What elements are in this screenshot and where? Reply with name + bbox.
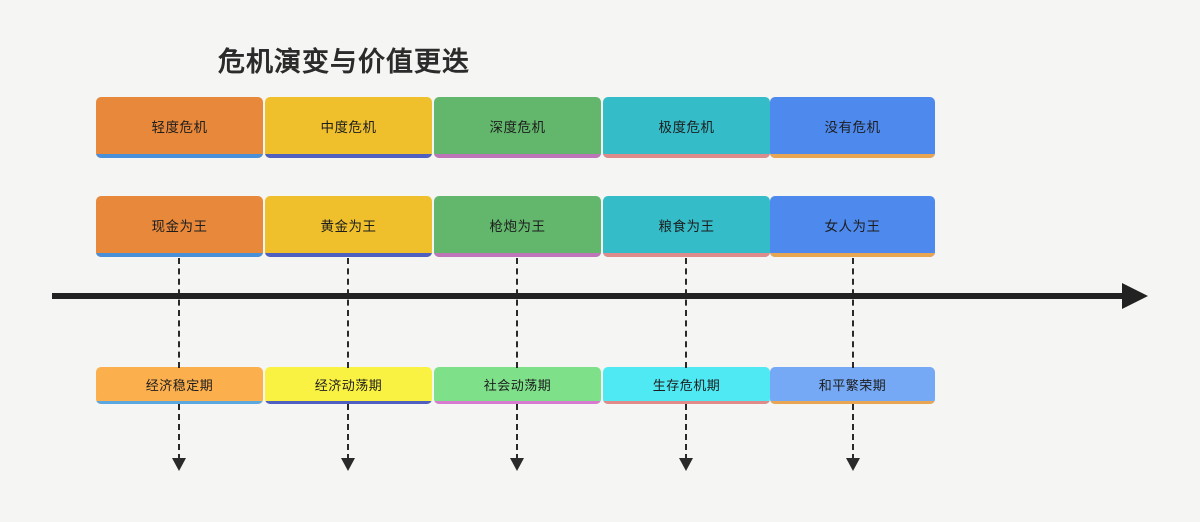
period-node-4-underline [603, 401, 770, 404]
value-node-5[interactable]: 女人为王 [770, 196, 935, 257]
period-node-5-label: 和平繁荣期 [818, 378, 887, 393]
period-node-1[interactable]: 经济稳定期 [96, 367, 263, 404]
connector-lower-3 [516, 404, 518, 460]
value-node-3-label: 枪炮为王 [489, 218, 546, 234]
crisis-node-5[interactable]: 没有危机 [770, 97, 935, 158]
period-node-5[interactable]: 和平繁荣期 [770, 367, 935, 404]
crisis-node-3-underline [434, 154, 601, 158]
crisis-node-1[interactable]: 轻度危机 [96, 97, 263, 158]
crisis-node-4-label: 极度危机 [658, 119, 715, 135]
timeline-arrow-icon [1122, 283, 1148, 309]
crisis-node-5-underline [770, 154, 935, 158]
value-node-3-underline [434, 253, 601, 257]
connector-upper-3 [516, 258, 518, 368]
timeline-axis [52, 293, 1132, 299]
value-node-4[interactable]: 粮食为王 [603, 196, 770, 257]
value-node-2-underline [265, 253, 432, 257]
value-node-1-underline [96, 253, 263, 257]
period-node-3[interactable]: 社会动荡期 [434, 367, 601, 404]
crisis-node-3[interactable]: 深度危机 [434, 97, 601, 158]
period-node-4[interactable]: 生存危机期 [603, 367, 770, 404]
value-node-4-underline [603, 253, 770, 257]
value-node-4-label: 粮食为王 [658, 218, 715, 234]
connector-upper-2 [347, 258, 349, 368]
connector-lower-1 [178, 404, 180, 460]
crisis-node-2[interactable]: 中度危机 [265, 97, 432, 158]
connector-upper-5 [852, 258, 854, 368]
value-node-5-underline [770, 253, 935, 257]
period-node-5-underline [770, 401, 935, 404]
period-node-4-label: 生存危机期 [652, 378, 721, 393]
period-node-2-label: 经济动荡期 [314, 378, 383, 393]
crisis-node-5-label: 没有危机 [824, 119, 881, 135]
crisis-node-4-underline [603, 154, 770, 158]
crisis-node-1-label: 轻度危机 [151, 119, 208, 135]
crisis-node-2-label: 中度危机 [320, 119, 377, 135]
crisis-node-4[interactable]: 极度危机 [603, 97, 770, 158]
connector-arrow-down-icon-3 [510, 458, 524, 471]
period-node-1-label: 经济稳定期 [145, 378, 214, 393]
value-node-3[interactable]: 枪炮为王 [434, 196, 601, 257]
connector-arrow-down-icon-2 [341, 458, 355, 471]
value-node-2[interactable]: 黄金为王 [265, 196, 432, 257]
connector-lower-5 [852, 404, 854, 460]
connector-upper-1 [178, 258, 180, 368]
page-title: 危机演变与价值更迭 [218, 47, 470, 77]
period-node-3-label: 社会动荡期 [483, 378, 552, 393]
value-node-1[interactable]: 现金为王 [96, 196, 263, 257]
value-node-1-label: 现金为王 [151, 218, 208, 234]
crisis-node-2-underline [265, 154, 432, 158]
period-node-2-underline [265, 401, 432, 404]
connector-lower-2 [347, 404, 349, 460]
period-node-1-underline [96, 401, 263, 404]
connector-lower-4 [685, 404, 687, 460]
connector-arrow-down-icon-5 [846, 458, 860, 471]
value-node-5-label: 女人为王 [824, 218, 881, 234]
connector-arrow-down-icon-1 [172, 458, 186, 471]
period-node-2[interactable]: 经济动荡期 [265, 367, 432, 404]
crisis-node-3-label: 深度危机 [489, 119, 546, 135]
value-node-2-label: 黄金为王 [320, 218, 377, 234]
connector-upper-4 [685, 258, 687, 368]
crisis-node-1-underline [96, 154, 263, 158]
period-node-3-underline [434, 401, 601, 404]
connector-arrow-down-icon-4 [679, 458, 693, 471]
